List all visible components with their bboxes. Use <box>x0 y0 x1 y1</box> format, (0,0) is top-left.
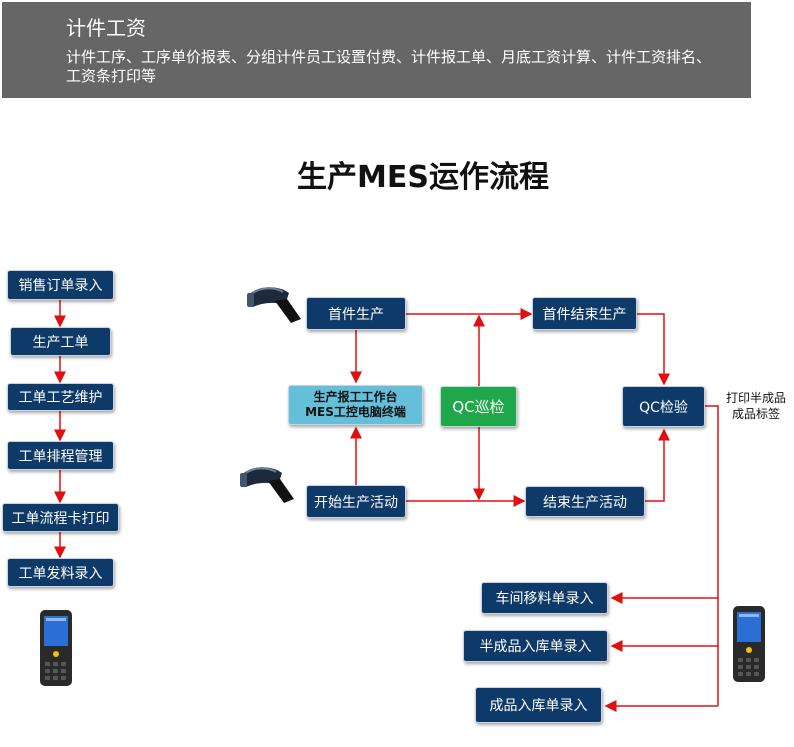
first-production-box: 首件生产 <box>306 297 406 330</box>
banner-description: 计件工序、工序单价报表、分组计件员工设置付费、计件报工单、月底工资计算、计件工资… <box>66 48 712 85</box>
handheld-terminal-icon <box>40 610 72 686</box>
banner-title: 计件工资 <box>66 16 146 40</box>
left-flow-step: 工单工艺维护 <box>7 383 114 411</box>
terminal-line1: 生产报工工作台 <box>313 390 398 404</box>
print-note-line2: 成品标签 <box>731 407 780 421</box>
print-label-note: 打印半成品 成品标签 <box>718 390 794 422</box>
first-end-box: 首件结束生产 <box>532 297 637 330</box>
end-activity-box: 结束生产活动 <box>525 486 645 517</box>
header-banner: 计件工资 计件工序、工序单价报表、分组计件员工设置付费、计件报工单、月底工资计算… <box>2 2 751 98</box>
barcode-scanner-icon <box>240 467 294 503</box>
diagram-title: 生产MES运作流程 <box>297 160 549 195</box>
left-flow-step: 工单发料录入 <box>7 558 114 587</box>
barcode-scanner-icon <box>247 287 301 323</box>
qc-inspection-box: QC检验 <box>622 386 705 427</box>
left-flow-step: 工单排程管理 <box>7 441 114 470</box>
handheld-terminal-icon <box>733 606 765 682</box>
left-flow-step: 销售订单录入 <box>7 270 114 300</box>
qc-patrol-box: QC巡检 <box>440 386 517 427</box>
print-note-line1: 打印半成品 <box>725 391 786 405</box>
bottom-flow-step: 半成品入库单录入 <box>463 630 608 662</box>
mes-terminal-box: 生产报工工作台 MES工控电脑终端 <box>288 385 423 425</box>
bottom-flow-step: 车间移料单录入 <box>481 582 608 614</box>
terminal-line2: MES工控电脑终端 <box>305 405 406 419</box>
left-flow-step: 生产工单 <box>10 327 111 356</box>
bottom-flow-step: 成品入库单录入 <box>475 687 602 723</box>
start-activity-box: 开始生产活动 <box>306 485 406 518</box>
left-flow-step: 工单流程卡打印 <box>2 503 119 532</box>
